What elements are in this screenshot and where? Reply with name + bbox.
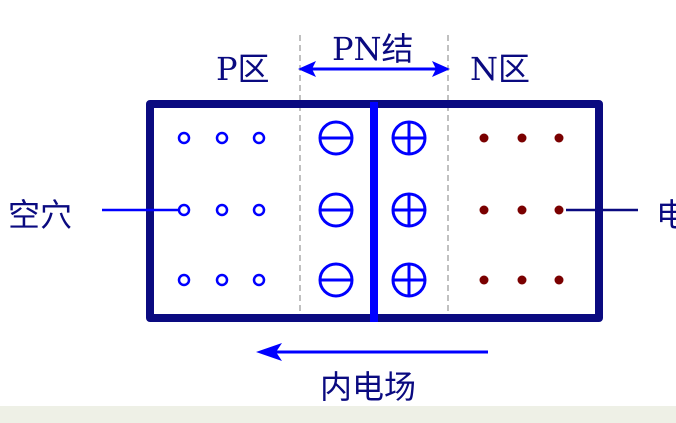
positive-ion <box>391 120 427 156</box>
electron-label: 电 <box>656 196 676 234</box>
hole-carrier <box>177 203 191 217</box>
hole-carrier <box>177 273 191 287</box>
electron-carrier <box>554 205 564 215</box>
hole-carrier <box>215 273 229 287</box>
electron-carrier <box>479 133 489 143</box>
hole-carrier <box>252 131 266 145</box>
hole-carrier <box>252 203 266 217</box>
electron-carrier <box>517 205 527 215</box>
p-region-label: P区 <box>216 50 270 88</box>
electrons-group <box>479 133 564 285</box>
negative-ion <box>318 192 354 228</box>
hole-carrier <box>215 203 229 217</box>
positive-ion <box>391 262 427 298</box>
electron-carrier <box>554 275 564 285</box>
n-region-label: N区 <box>470 50 530 88</box>
negative-ions-group <box>318 120 354 298</box>
internal-field-arrow <box>256 343 488 361</box>
holes-group <box>177 131 266 287</box>
pn-junction-diagram: P区 PN结 N区 空穴 电 内电场 <box>8 30 676 406</box>
electron-carrier <box>479 205 489 215</box>
hole-carrier <box>215 131 229 145</box>
electron-carrier <box>517 133 527 143</box>
negative-ion <box>318 262 354 298</box>
hole-label: 空穴 <box>8 196 72 234</box>
pn-junction-arrow <box>298 61 450 77</box>
electron-carrier <box>479 275 489 285</box>
negative-ion <box>318 120 354 156</box>
hole-carrier <box>252 273 266 287</box>
electron-carrier <box>517 275 527 285</box>
hole-carrier <box>177 131 191 145</box>
positive-ion <box>391 192 427 228</box>
pn-junction-label: PN结 <box>332 30 414 68</box>
electron-carrier <box>554 133 564 143</box>
internal-field-label: 内电场 <box>320 368 416 406</box>
positive-ions-group <box>391 120 427 298</box>
bottom-band <box>0 406 676 423</box>
